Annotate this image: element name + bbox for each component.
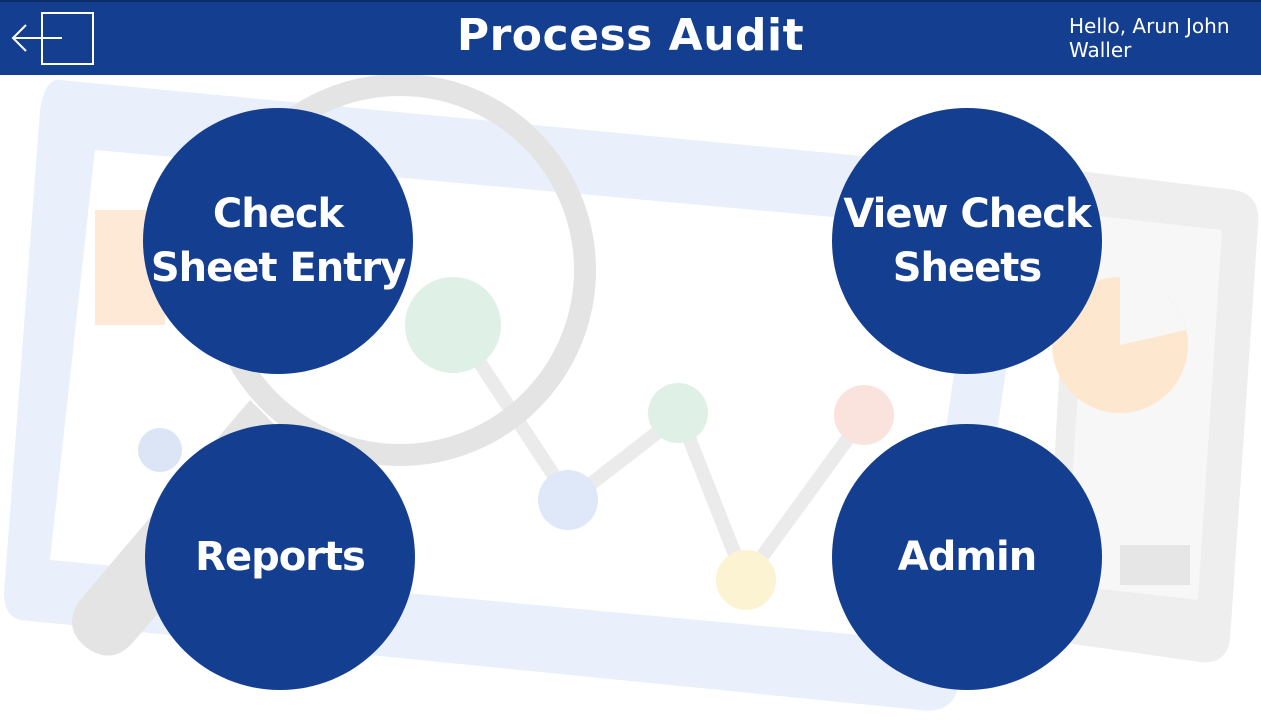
reports-label: Reports: [195, 534, 366, 580]
admin-button[interactable]: Admin: [832, 424, 1102, 690]
check-sheet-entry-button[interactable]: Check Sheet Entry: [143, 108, 413, 374]
admin-label: Admin: [897, 534, 1037, 580]
page-title: Process Audit: [456, 10, 805, 61]
exit-button[interactable]: [8, 12, 96, 68]
app-header: Process Audit Hello, Arun John Waller: [0, 0, 1261, 75]
chart-dot: [834, 385, 894, 445]
chart-dot: [538, 470, 598, 530]
chart-dot: [405, 277, 501, 373]
check-sheet-entry-label: Check Sheet Entry: [150, 191, 406, 291]
reports-button[interactable]: Reports: [145, 424, 415, 690]
user-greeting: Hello, Arun John Waller: [1069, 14, 1230, 62]
exit-arrow-icon: [11, 12, 94, 65]
chart-dot: [648, 383, 708, 443]
chart-dot: [716, 550, 776, 610]
view-check-sheets-label: View Check Sheets: [843, 191, 1091, 291]
view-check-sheets-button[interactable]: View Check Sheets: [832, 108, 1102, 374]
